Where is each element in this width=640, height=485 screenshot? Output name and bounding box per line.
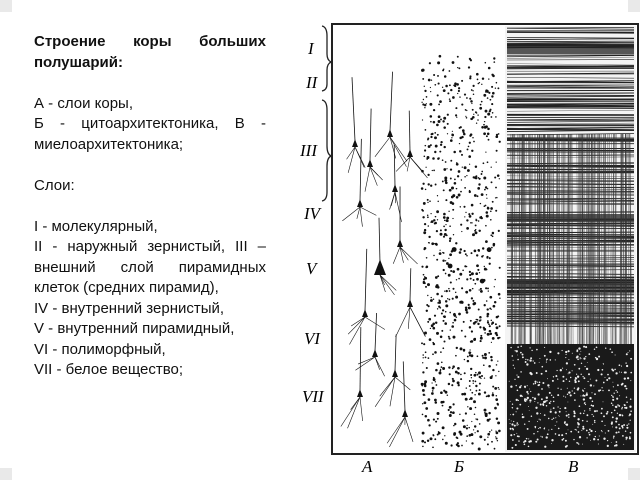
layer-label: II [305,73,319,92]
layer-braces [322,26,331,201]
description-text: Строение коры больших полушарий: А - сло… [34,32,266,381]
layer-label: V [306,259,319,278]
layer-7-description: VII - белое вещество; [34,360,266,381]
panel-label-c: В [568,457,579,476]
layer-6-description: VI - полиморфный, [34,340,266,361]
corner-decoration [628,0,640,12]
layer-label: IV [303,204,323,223]
panel-label-b: Б [453,457,464,476]
slide-title: Строение коры больших полушарий: [34,32,266,73]
layer-label: I [307,39,315,58]
legend-item-a: А - слои коры, [34,94,266,115]
corner-decoration [0,0,12,12]
layer-5-description: V - внутренний пирамидный, [34,319,266,340]
cortex-illustration: I II III IV V VI VII А Б В [300,14,640,480]
layer-label: VI [304,329,321,348]
panel-label-a: А [361,457,373,476]
panel-c-myeloarchitecture [505,26,636,452]
layer-label: III [300,141,318,160]
layers-heading: Слои: [34,176,266,197]
layer-1-description: I - молекулярный, [34,217,266,238]
cortex-layers-figure: I II III IV V VI VII А Б В [300,14,640,480]
legend-item-b-v: Б - цитоархитектоника, В - миелоархитект… [34,114,266,155]
layer-2-3-description: II - наружный зернистый, III – внешний с… [34,237,266,299]
layer-label: VII [302,387,325,406]
corner-decoration [0,468,12,480]
layer-4-description: IV - внутренний зернистый, [34,299,266,320]
